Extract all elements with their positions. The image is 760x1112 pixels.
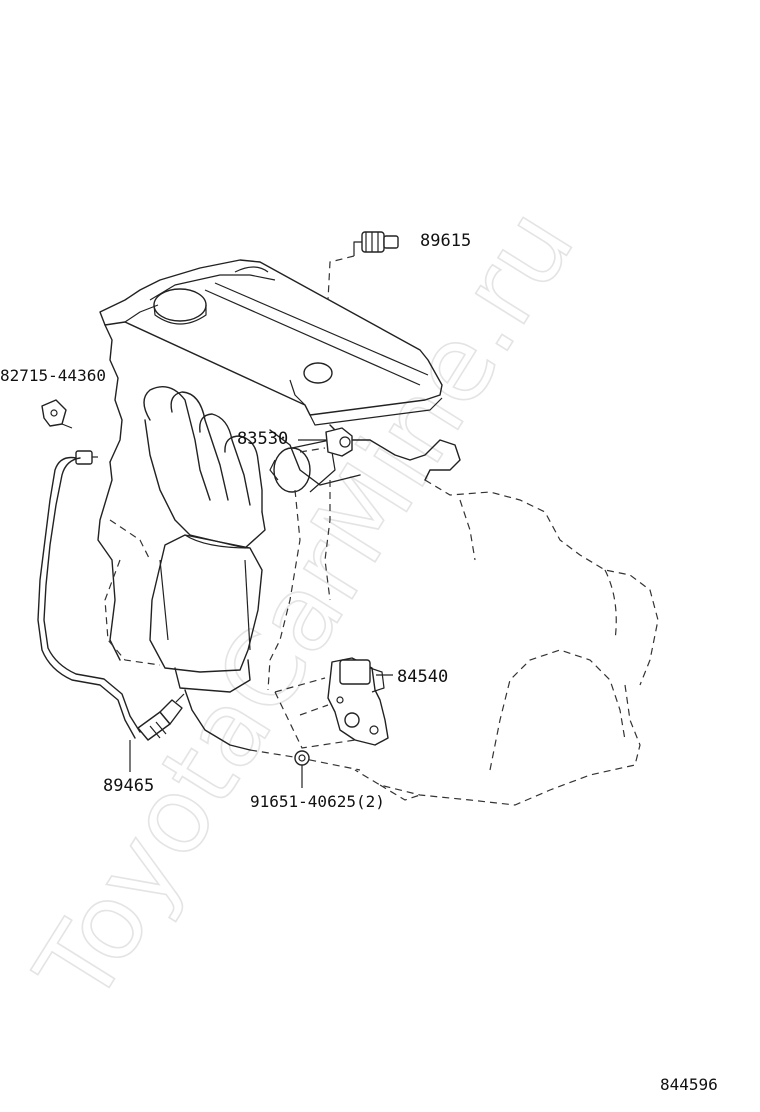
label-84540: 84540 <box>397 667 448 687</box>
label-82715: 82715-44360 <box>0 366 106 385</box>
part-89615-sensor: 89615 <box>327 231 471 301</box>
label-91651: 91651-40625(2) <box>250 792 385 811</box>
engine-block <box>97 259 659 806</box>
label-89465: 89465 <box>103 776 154 796</box>
part-83530-switch: 83530 <box>237 427 353 457</box>
part-91651-bolt: 91651-40625(2) <box>250 750 385 811</box>
part-89465-o2-sensor: 89465 <box>37 450 185 796</box>
label-89615: 89615 <box>420 231 471 251</box>
part-82715-bracket: 82715-44360 <box>0 366 106 429</box>
part-84540-switch: 84540 <box>274 657 448 749</box>
diagram-id: 844596 <box>660 1075 718 1094</box>
label-83530: 83530 <box>237 429 288 449</box>
